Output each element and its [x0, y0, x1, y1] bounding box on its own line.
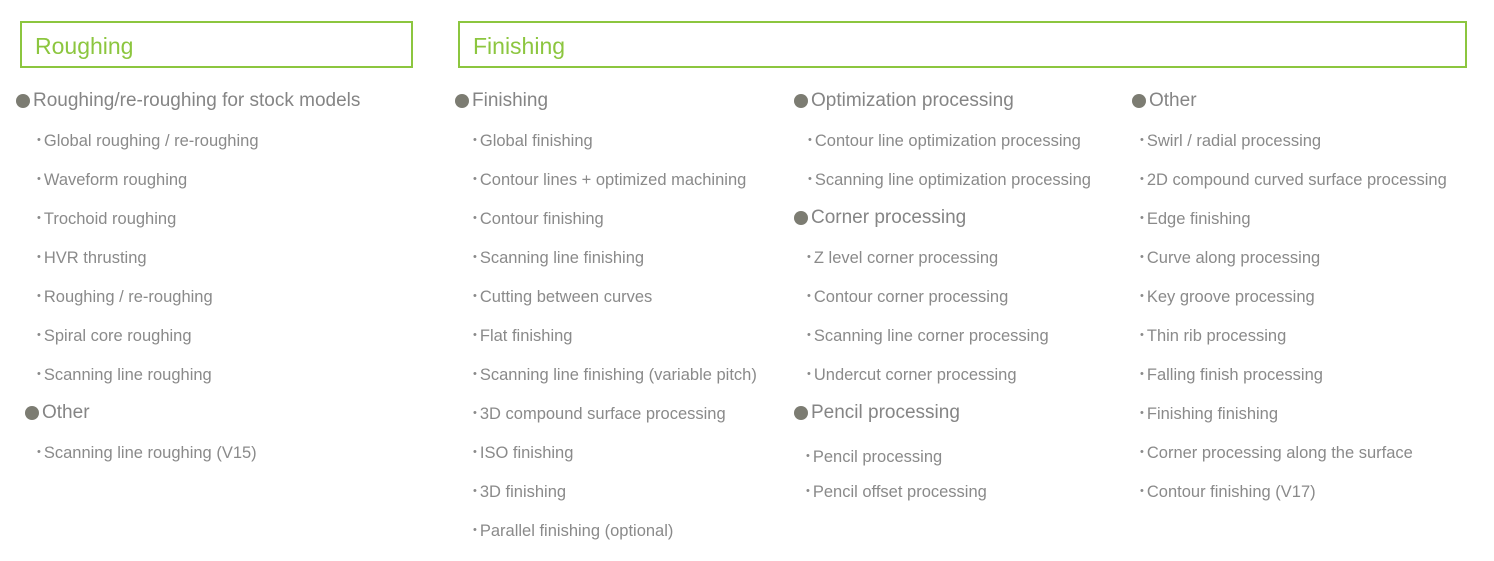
list-item: Flat finishing [473, 326, 573, 348]
list-item: Contour finishing [473, 209, 604, 231]
roughing-header-box: Roughing [20, 21, 413, 68]
list-item: Contour finishing (V17) [1140, 482, 1316, 504]
list-item: ISO finishing [473, 443, 574, 465]
list-item: Thin rib processing [1140, 326, 1286, 348]
list-item: Contour lines + optimized machining [473, 170, 746, 192]
list-item: Contour corner processing [807, 287, 1008, 309]
finishing-title: Finishing [473, 33, 566, 59]
corner-label: Corner processing [811, 207, 967, 228]
list-item: 3D finishing [473, 482, 566, 504]
other-finishing-label: Other [1149, 90, 1197, 111]
bullet-dot-icon [794, 94, 808, 108]
list-item: Pencil processing [806, 447, 942, 469]
list-item: Trochoid roughing [37, 209, 176, 231]
finishing-header-box: Finishing [458, 21, 1467, 68]
pencil-label: Pencil processing [811, 402, 960, 423]
list-item: Scanning line finishing [473, 248, 644, 270]
list-item: Scanning line optimization processing [808, 170, 1091, 192]
finishing-col1-heading: Finishing [455, 90, 548, 112]
list-item: Global finishing [473, 131, 593, 153]
list-item: 2D compound curved surface processing [1140, 170, 1447, 192]
list-item: Global roughing / re-roughing [37, 131, 259, 153]
list-item: Key groove processing [1140, 287, 1315, 309]
list-item: Corner processing along the surface [1140, 443, 1413, 465]
list-item: Waveform roughing [37, 170, 187, 192]
list-item: Finishing finishing [1140, 404, 1278, 426]
list-item: Cutting between curves [473, 287, 652, 309]
bullet-dot-icon [794, 406, 808, 420]
optimization-label: Optimization processing [811, 90, 1014, 111]
list-item: Edge finishing [1140, 209, 1251, 231]
list-item: 3D compound surface processing [473, 404, 726, 426]
bullet-dot-icon [455, 94, 469, 108]
list-item: Undercut corner processing [807, 365, 1017, 387]
list-item: Spiral core roughing [37, 326, 192, 348]
roughing-other-heading: Other [25, 402, 90, 424]
roughing-title: Roughing [35, 33, 134, 59]
list-item: Scanning line roughing [37, 365, 212, 387]
corner-heading: Corner processing [794, 207, 966, 229]
optimization-heading: Optimization processing [794, 90, 1014, 112]
bullet-dot-icon [16, 94, 30, 108]
list-item: Z level corner processing [807, 248, 998, 270]
list-item: Scanning line roughing (V15) [37, 443, 257, 465]
bullet-dot-icon [794, 211, 808, 225]
bullet-dot-icon [1132, 94, 1146, 108]
list-item: Pencil offset processing [806, 482, 987, 504]
list-item: Falling finish processing [1140, 365, 1323, 387]
roughing-group-label: Roughing/re-roughing for stock models [33, 90, 361, 111]
list-item: HVR thrusting [37, 248, 147, 270]
finishing-col1-label: Finishing [472, 90, 549, 111]
list-item: Scanning line finishing (variable pitch) [473, 365, 757, 387]
bullet-dot-icon [25, 406, 39, 420]
pencil-heading: Pencil processing [794, 402, 960, 424]
other-finishing-heading: Other [1132, 90, 1197, 112]
list-item: Scanning line corner processing [807, 326, 1049, 348]
list-item: Contour line optimization processing [808, 131, 1081, 153]
roughing-other-label: Other [42, 402, 90, 423]
list-item: Roughing / re-roughing [37, 287, 213, 309]
list-item: Parallel finishing (optional) [473, 521, 674, 543]
list-item: Curve along processing [1140, 248, 1320, 270]
list-item: Swirl / radial processing [1140, 131, 1321, 153]
roughing-group-heading: Roughing/re-roughing for stock models [16, 90, 360, 112]
